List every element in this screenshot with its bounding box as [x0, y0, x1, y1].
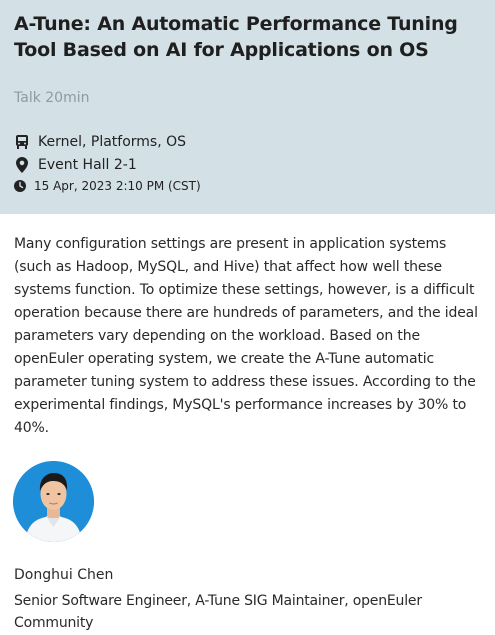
session-type: Talk 20min: [14, 90, 90, 106]
track-label: Kernel, Platforms, OS: [38, 134, 187, 150]
map-pin-icon: [14, 157, 30, 173]
clock-icon: [14, 180, 26, 192]
datetime-label: 15 Apr, 2023 2:10 PM (CST): [34, 179, 201, 193]
session-track: Kernel, Platforms, OS: [14, 134, 186, 150]
speaker-name: Donghui Chen: [14, 567, 114, 583]
location-label: Event Hall 2-1: [38, 157, 137, 173]
speaker-avatar: [13, 461, 94, 542]
session-header: A-Tune: An Automatic Performance Tuning …: [0, 0, 495, 214]
session-time: 15 Apr, 2023 2:10 PM (CST): [14, 179, 201, 193]
session-description: Many configuration settings are present …: [14, 236, 478, 436]
session-location: Event Hall 2-1: [14, 157, 137, 173]
bus-icon: [14, 134, 30, 150]
session-title: A-Tune: An Automatic Performance Tuning …: [14, 13, 458, 61]
speaker-role: Senior Software Engineer, A-Tune SIG Mai…: [14, 593, 422, 631]
